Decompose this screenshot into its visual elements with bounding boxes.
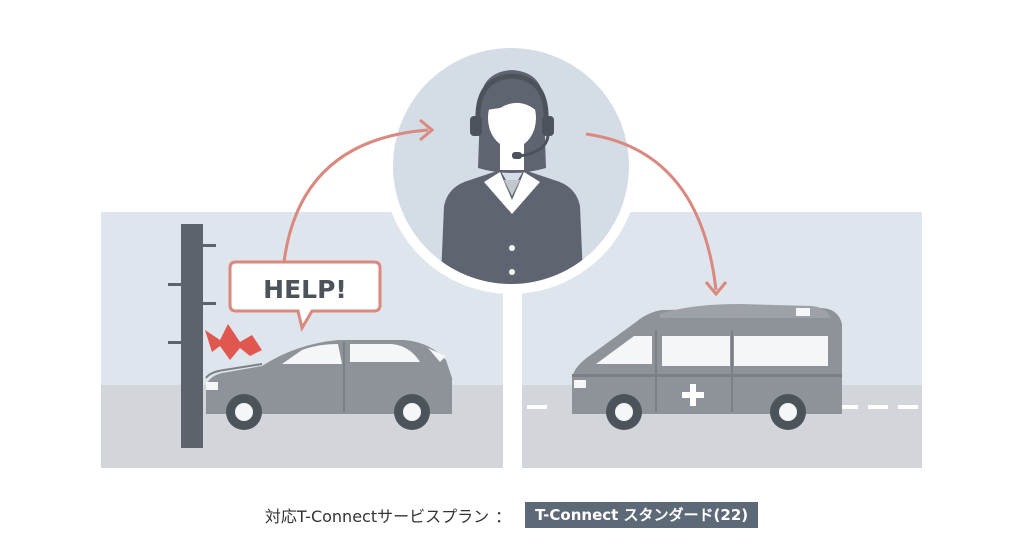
help-speech-bubble: HELP!	[228, 260, 382, 332]
operator-figure	[440, 70, 584, 284]
crash-spark-icon	[205, 324, 262, 360]
operator-headset-icon	[475, 73, 549, 123]
plan-badge: T-Connect スタンダード(22)	[525, 502, 759, 528]
dispatch-flow-arrow-to-ambulance	[585, 132, 728, 297]
utility-pole	[168, 224, 216, 448]
ambulance	[572, 304, 842, 430]
operator-circle	[383, 38, 639, 294]
caption-separator: ：	[495, 507, 512, 526]
compatible-plan-caption: 対応T-Connectサービスプラン ： T-Connect スタンダード(22…	[0, 500, 1023, 530]
help-text: HELP!	[263, 275, 347, 304]
medical-cross-icon	[682, 384, 704, 406]
caption-label: 対応T-Connectサービスプラン	[264, 507, 490, 526]
call-flow-arrow-to-operator	[282, 118, 435, 263]
road-lane-dashes	[527, 405, 918, 409]
ambulance-scene-panel	[522, 212, 922, 468]
crashed-car	[205, 340, 452, 430]
